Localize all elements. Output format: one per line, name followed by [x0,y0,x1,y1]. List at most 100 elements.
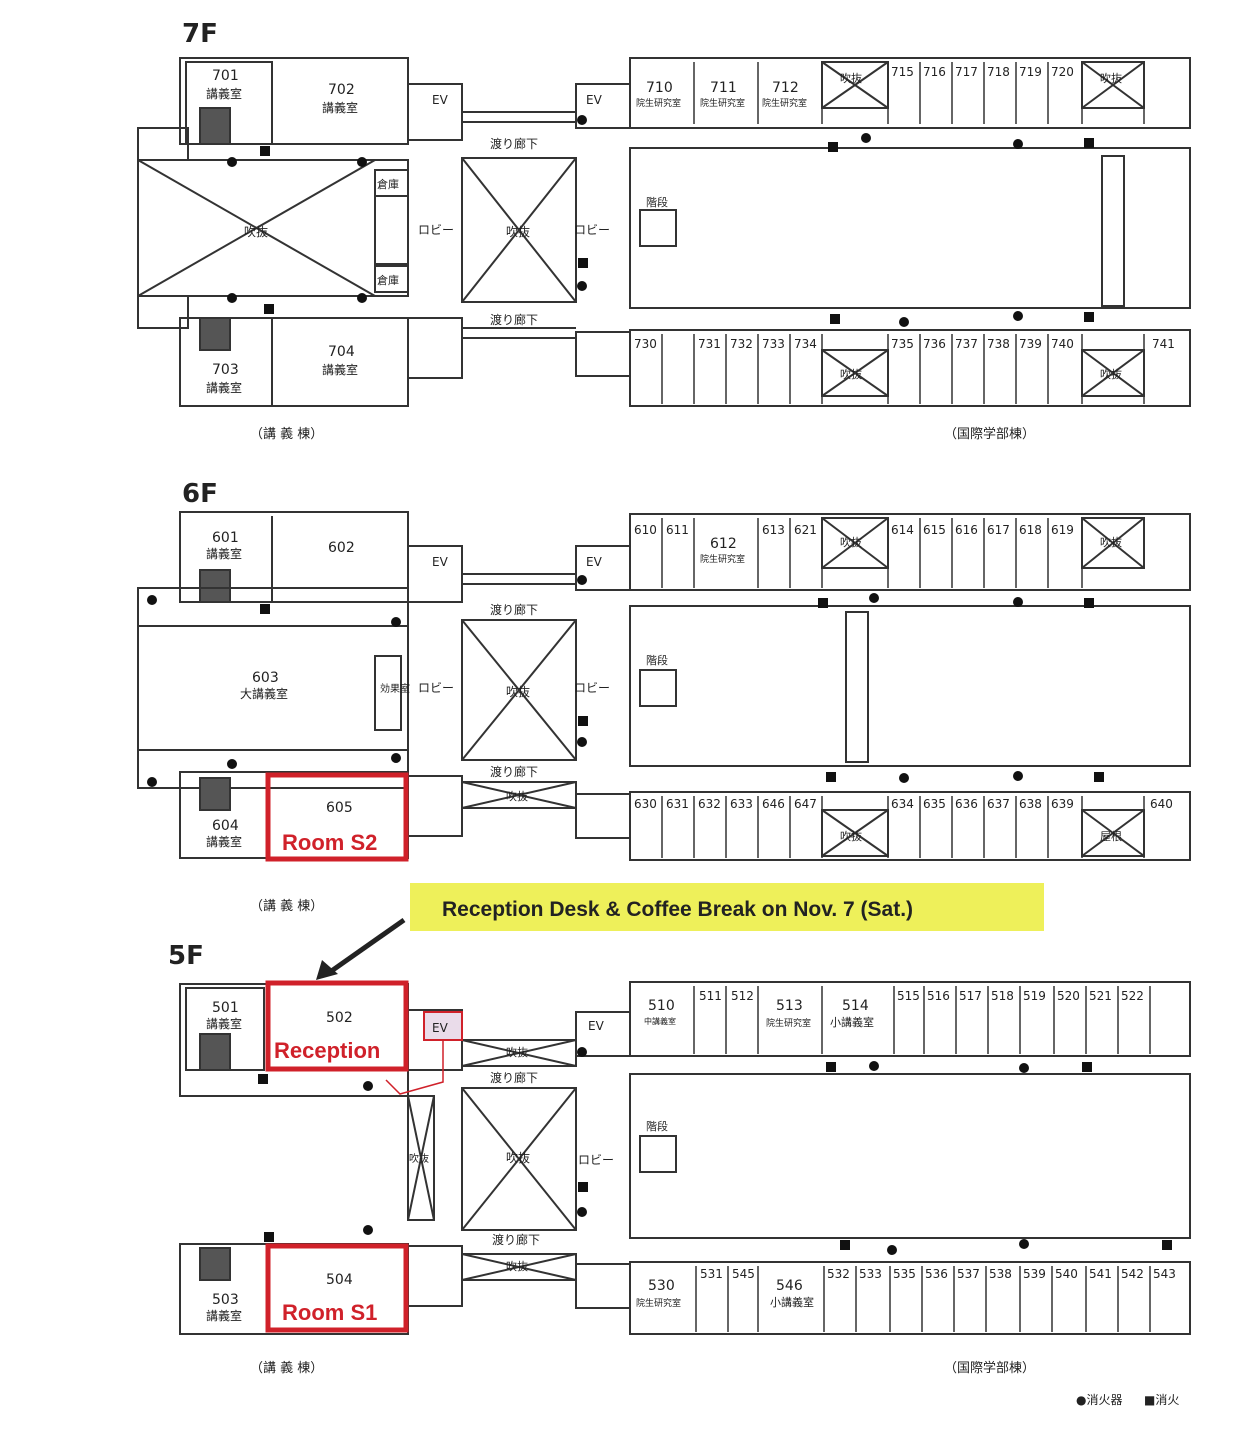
room-732: 732 [730,337,753,351]
room-532: 532 [827,1267,850,1281]
void-6f-center: 吹抜 [506,685,530,699]
room-616: 616 [955,523,978,537]
room-617: 617 [987,523,1010,537]
room-734: 734 [794,337,817,351]
room-513: 513 [776,998,803,1014]
room-604-use: 講義室 [206,834,242,849]
room-716: 716 [923,65,946,79]
banner-arrow [328,917,406,975]
reception-banner-text: Reception Desk & Coffee Break on Nov. 7 … [442,898,913,921]
floor-label-5f: 5F [168,941,204,971]
room-719: 719 [1019,65,1042,79]
room-711: 711 [710,80,737,96]
room-646: 646 [762,797,785,811]
void-6f-bridge: 吹抜 [506,789,528,803]
grad-710: 院生研究室 [636,97,681,109]
stairs-5f: 階段 [646,1119,668,1133]
room-546-use: 小講義室 [770,1295,814,1309]
roof-6f: 屋根 [1100,829,1122,843]
room-510: 510 [648,998,675,1014]
room-701-use: 講義室 [206,86,242,101]
room-522: 522 [1121,989,1144,1003]
grad-530: 院生研究室 [636,1297,681,1309]
room-539: 539 [1023,1267,1046,1281]
void-5f-bridge-top: 吹抜 [506,1045,528,1059]
corridor-5f-top: 渡り廊下 [490,1070,538,1085]
room-704-use: 講義室 [322,362,358,377]
room-511: 511 [699,989,722,1003]
room-717: 717 [955,65,978,79]
room-504: 504 [326,1272,353,1288]
room-639: 639 [1051,797,1074,811]
room-634: 634 [891,797,914,811]
floor-7f: 7F [137,19,1191,442]
room-603: 603 [252,670,279,686]
room-510-use: 中講義室 [644,1016,676,1026]
banner-arrow-head [316,960,338,980]
room-543: 543 [1153,1267,1176,1281]
room-739: 739 [1019,337,1042,351]
lobby-6f-left: ロビー [418,681,454,695]
floor-label-7f: 7F [182,19,218,49]
ev-5f-highlight [423,1011,463,1041]
room-741: 741 [1152,337,1175,351]
room-s1-highlight [265,1243,409,1333]
building-left-5f: （講 義 棟） [250,1360,323,1376]
ev-6f-left: EV [432,555,449,569]
room-703-use: 講義室 [206,380,242,395]
room-731: 731 [698,337,721,351]
ev-5f-label: EV [432,1021,449,1035]
room-640: 640 [1150,797,1173,811]
room-704: 704 [328,344,355,360]
building-right-5f: （国際学部棟） [944,1360,1035,1376]
legend-hydrant: ■消火 [1144,1393,1179,1407]
void-7f: 吹抜 [244,225,268,239]
room-615: 615 [923,523,946,537]
room-610: 610 [634,523,657,537]
room-516: 516 [927,989,950,1003]
room-538: 538 [989,1267,1012,1281]
room-535: 535 [893,1267,916,1281]
room-501-use: 講義室 [206,1016,242,1031]
room-536: 536 [925,1267,948,1281]
room-s2-label: Room S2 [282,830,377,855]
void-7f-r2: 吹抜 [1100,71,1122,85]
void-6f-r3: 吹抜 [840,829,862,843]
lobby-6f-right: ロビー [574,681,610,695]
room-613: 613 [762,523,785,537]
lobby-7f-left: ロビー [418,223,454,237]
lobby-5f-right: ロビー [578,1153,614,1167]
room-738: 738 [987,337,1010,351]
room-503-use: 講義室 [206,1308,242,1323]
room-720: 720 [1051,65,1074,79]
room-614: 614 [891,523,914,537]
room-630: 630 [634,797,657,811]
room-611: 611 [666,523,689,537]
corridor-5f-bottom: 渡り廊下 [492,1232,540,1247]
room-730: 730 [634,337,657,351]
void-5f-bridge-bottom: 吹抜 [506,1259,528,1273]
room-517: 517 [959,989,982,1003]
room-518: 518 [991,989,1014,1003]
floor-label-6f: 6F [182,479,218,509]
room-530: 530 [648,1278,675,1294]
room-631: 631 [666,797,689,811]
room-s2-highlight [265,772,409,862]
void-7f-r1: 吹抜 [840,71,862,85]
void-7f-r4: 吹抜 [1100,367,1122,381]
room-636: 636 [955,797,978,811]
room-647: 647 [794,797,817,811]
room-718: 718 [987,65,1010,79]
room-546: 546 [776,1278,803,1294]
storage-7f-a: 倉庫 [377,177,399,191]
room-514-use: 小講義室 [830,1015,874,1029]
room-545: 545 [732,1267,755,1281]
room-601: 601 [212,530,239,546]
room-605: 605 [326,800,353,816]
void-5f-center: 吹抜 [506,1151,530,1165]
room-619: 619 [1051,523,1074,537]
room-531: 531 [700,1267,723,1281]
room-512: 512 [731,989,754,1003]
building-left-7f: （講 義 棟） [250,426,323,442]
